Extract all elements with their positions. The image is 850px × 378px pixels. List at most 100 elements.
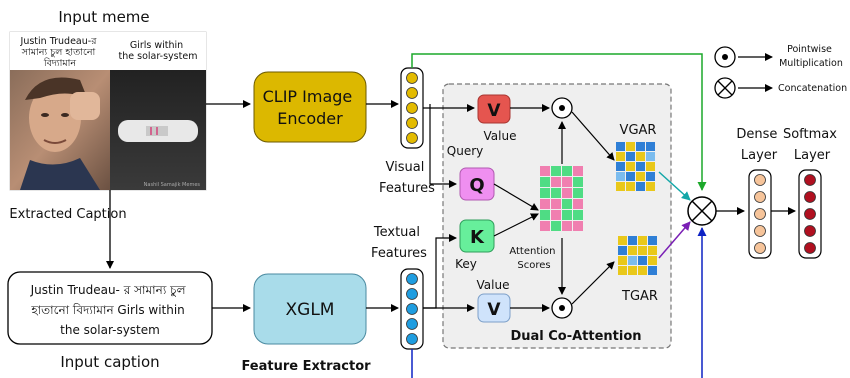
attention-cell — [551, 199, 561, 209]
vgar-cell — [646, 142, 655, 151]
tgar-cell — [628, 256, 637, 265]
vgar-cell — [646, 182, 655, 191]
textual-features-label: Textual Features — [371, 225, 427, 261]
attention-cell — [573, 166, 583, 176]
softmax-layer-vector — [798, 169, 822, 259]
attention-cell — [562, 199, 572, 209]
input-meme-title: Input meme — [58, 8, 149, 26]
meme-image: Justin Trudeau-র সামান্য চুল হাতানো বিদ্… — [9, 31, 207, 191]
visual-feature-node — [406, 102, 418, 114]
tgar-cell — [638, 236, 647, 245]
tgar-cell — [618, 256, 627, 265]
attention-cell — [573, 188, 583, 198]
extracted-caption-label: Extracted Caption — [9, 207, 126, 222]
arrow-visual-to-q — [429, 108, 457, 188]
softmax-node — [804, 225, 816, 237]
visual-skip-connection — [411, 53, 707, 191]
tgar-label: TGAR — [621, 289, 658, 304]
value-box-top — [477, 94, 511, 124]
attention-cell — [562, 188, 572, 198]
arrow-to-tgar — [571, 261, 615, 305]
attention-cell — [540, 210, 550, 220]
attention-cell — [562, 166, 572, 176]
legend-pointwise — [714, 46, 773, 68]
vgar-cell — [626, 182, 635, 191]
tgar-cell — [648, 246, 657, 255]
softmax-node — [804, 242, 816, 254]
attention-cell — [551, 188, 561, 198]
vgar-cell — [636, 182, 645, 191]
attention-cell — [562, 210, 572, 220]
vgar-cell — [616, 152, 625, 161]
vgar-cell — [616, 182, 625, 191]
tgar-cell — [628, 266, 637, 275]
visual-feature-node — [406, 87, 418, 99]
vgar-matrix — [616, 142, 655, 191]
attention-cell — [551, 166, 561, 176]
attention-cell — [573, 221, 583, 231]
tgar-cell — [638, 256, 647, 265]
dense-layer-label: Dense Layer — [736, 127, 781, 163]
visual-features-label: Visual Features — [379, 160, 435, 196]
arrow-tgar-to-concat — [658, 221, 691, 259]
vgar-cell — [626, 172, 635, 181]
vgar-cell — [616, 142, 625, 151]
attention-scores-label: Attention Scores — [509, 246, 558, 271]
textual-feature-node — [406, 333, 418, 345]
tgar-cell — [648, 236, 657, 245]
visual-feature-vector — [400, 67, 424, 149]
softmax-node — [804, 191, 816, 203]
tgar-cell — [648, 266, 657, 275]
textual-feature-node — [406, 303, 418, 315]
visual-feature-node — [406, 72, 418, 84]
dense-layer-vector — [748, 169, 772, 259]
arrow-to-vgar — [571, 111, 615, 161]
legend-concat — [714, 77, 773, 99]
vgar-cell — [636, 172, 645, 181]
attention-cell — [551, 177, 561, 187]
meme-left-caption: Justin Trudeau-র সামান্য চুল হাতানো বিদ্… — [20, 36, 100, 69]
softmax-layer-label: Softmax Layer — [783, 127, 841, 163]
vgar-cell — [646, 162, 655, 171]
vgar-cell — [636, 162, 645, 171]
input-caption-text: Justin Trudeau- র সামান্য চুল হাতানো বিদ… — [30, 283, 190, 337]
textual-feature-vector — [400, 268, 424, 350]
attention-cell — [551, 210, 561, 220]
legend-pointwise-label: Pointwise Multiplication — [779, 44, 843, 69]
dense-node — [754, 208, 766, 220]
key-letter: K — [470, 227, 485, 248]
attention-cell — [573, 210, 583, 220]
feature-extractor-label: Feature Extractor — [241, 359, 371, 374]
vgar-cell — [626, 142, 635, 151]
value-letter-bottom: V — [487, 300, 501, 320]
arrow-q-to-attn — [493, 183, 539, 211]
key-label: Key — [455, 257, 477, 271]
tgar-cell — [638, 246, 647, 255]
attention-cell — [540, 188, 550, 198]
tgar-cell — [618, 266, 627, 275]
clip-encoder-label: CLIP Image Encoder — [263, 87, 358, 128]
dense-node — [754, 225, 766, 237]
dense-node — [754, 191, 766, 203]
clip-encoder-box — [253, 71, 367, 143]
attention-cell — [540, 221, 550, 231]
vgar-cell — [626, 152, 635, 161]
attention-cell — [573, 177, 583, 187]
attention-cell — [540, 177, 550, 187]
tgar-matrix — [618, 236, 657, 275]
legend-concat-label: Concatenation — [778, 83, 847, 94]
tgar-cell — [628, 236, 637, 245]
textual-feature-node — [406, 273, 418, 285]
dense-node — [754, 174, 766, 186]
attention-cell — [540, 199, 550, 209]
attention-cell — [540, 166, 550, 176]
textual-feature-node — [406, 318, 418, 330]
vgar-cell — [636, 152, 645, 161]
attention-score-matrix — [540, 166, 583, 231]
pointwise-op-bottom — [551, 297, 573, 319]
vgar-cell — [646, 152, 655, 161]
vgar-label: VGAR — [620, 123, 657, 138]
pointwise-op-top — [551, 97, 573, 119]
xglm-box — [253, 273, 367, 345]
